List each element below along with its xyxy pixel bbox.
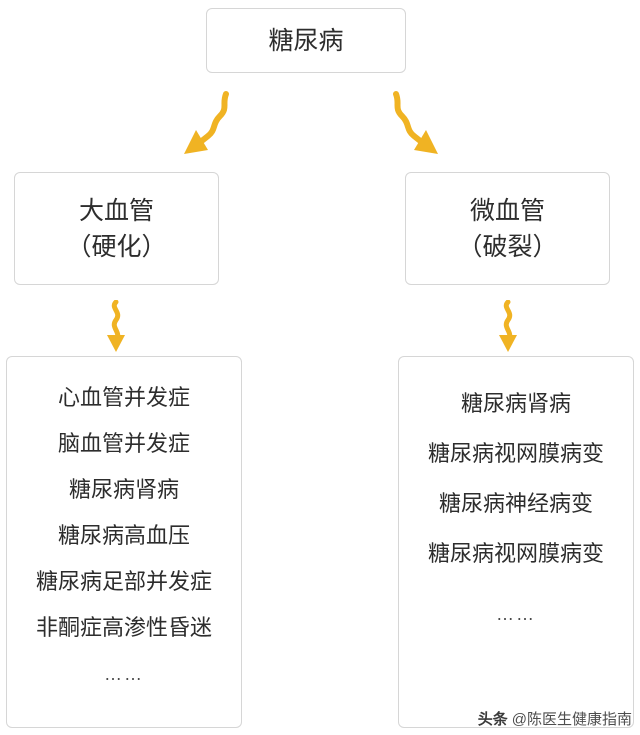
arrow-macrovascular-to-list	[107, 300, 125, 352]
list-item: 糖尿病高血压	[57, 523, 190, 548]
watermark: 头条 @陈医生健康指南	[478, 708, 632, 729]
list-item-ellipsis: ……	[104, 664, 144, 684]
list-item: 脑血管并发症	[57, 431, 190, 456]
node-macrovascular-title: 大血管	[78, 196, 154, 225]
node-root: 糖尿病	[206, 8, 406, 73]
toutiao-logo: 头条	[477, 711, 508, 728]
node-microvascular-title: 微血管	[469, 196, 545, 225]
list-item: 心血管并发症	[57, 385, 190, 410]
list-item: 糖尿病视网膜病变	[427, 441, 604, 466]
arrow-root-to-macrovascular	[184, 91, 229, 154]
list-item: 非酮症高渗性昏迷	[35, 615, 212, 640]
list-item: 糖尿病足部并发症	[35, 569, 212, 594]
list-microvascular-complications: 糖尿病肾病 糖尿病视网膜病变 糖尿病神经病变 糖尿病视网膜病变 ……	[398, 356, 634, 728]
node-microvascular-subtitle: （破裂）	[457, 232, 558, 261]
list-item: 糖尿病肾病	[460, 391, 571, 416]
node-macrovascular: 大血管 （硬化）	[14, 172, 219, 285]
arrow-root-to-microvascular	[393, 91, 438, 154]
list-macrovascular-complications: 心血管并发症 脑血管并发症 糖尿病肾病 糖尿病高血压 糖尿病足部并发症 非酮症高…	[6, 356, 242, 728]
list-item-ellipsis: ……	[496, 604, 536, 624]
node-root-label: 糖尿病	[268, 26, 344, 55]
node-microvascular: 微血管 （破裂）	[405, 172, 610, 285]
list-item: 糖尿病肾病	[68, 477, 179, 502]
list-item: 糖尿病神经病变	[438, 491, 593, 516]
node-macrovascular-subtitle: （硬化）	[66, 232, 167, 261]
list-item: 糖尿病视网膜病变	[427, 541, 604, 566]
arrow-microvascular-to-list	[499, 300, 517, 352]
watermark-text: @陈医生健康指南	[511, 711, 632, 728]
